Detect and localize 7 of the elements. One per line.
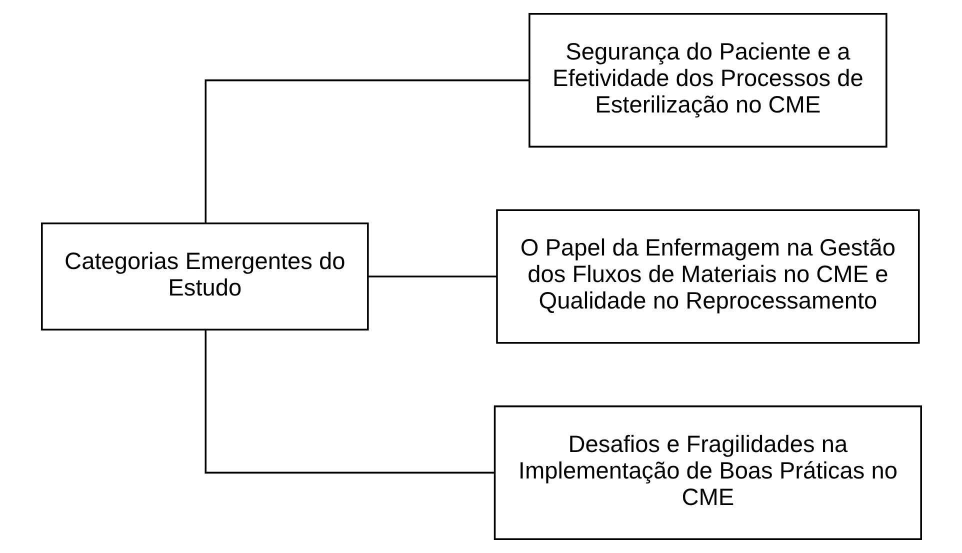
node-box: Segurança do Paciente e a Efetividade dos Processos de Esterilização no CME: [528, 13, 887, 148]
node-box: Desafios e Fragilidades na Implementação de Boas Práticas no CME: [493, 405, 922, 540]
node-box: Categorias Emergentes do Estudo: [40, 222, 368, 330]
connector: [204, 330, 494, 474]
node-box: O Papel da Enfermagem na Gestão dos Fluxos de Materiais no CME e Qualidade no Reprocessamento: [496, 209, 920, 344]
connector: [204, 79, 529, 223]
connector: [368, 276, 496, 278]
